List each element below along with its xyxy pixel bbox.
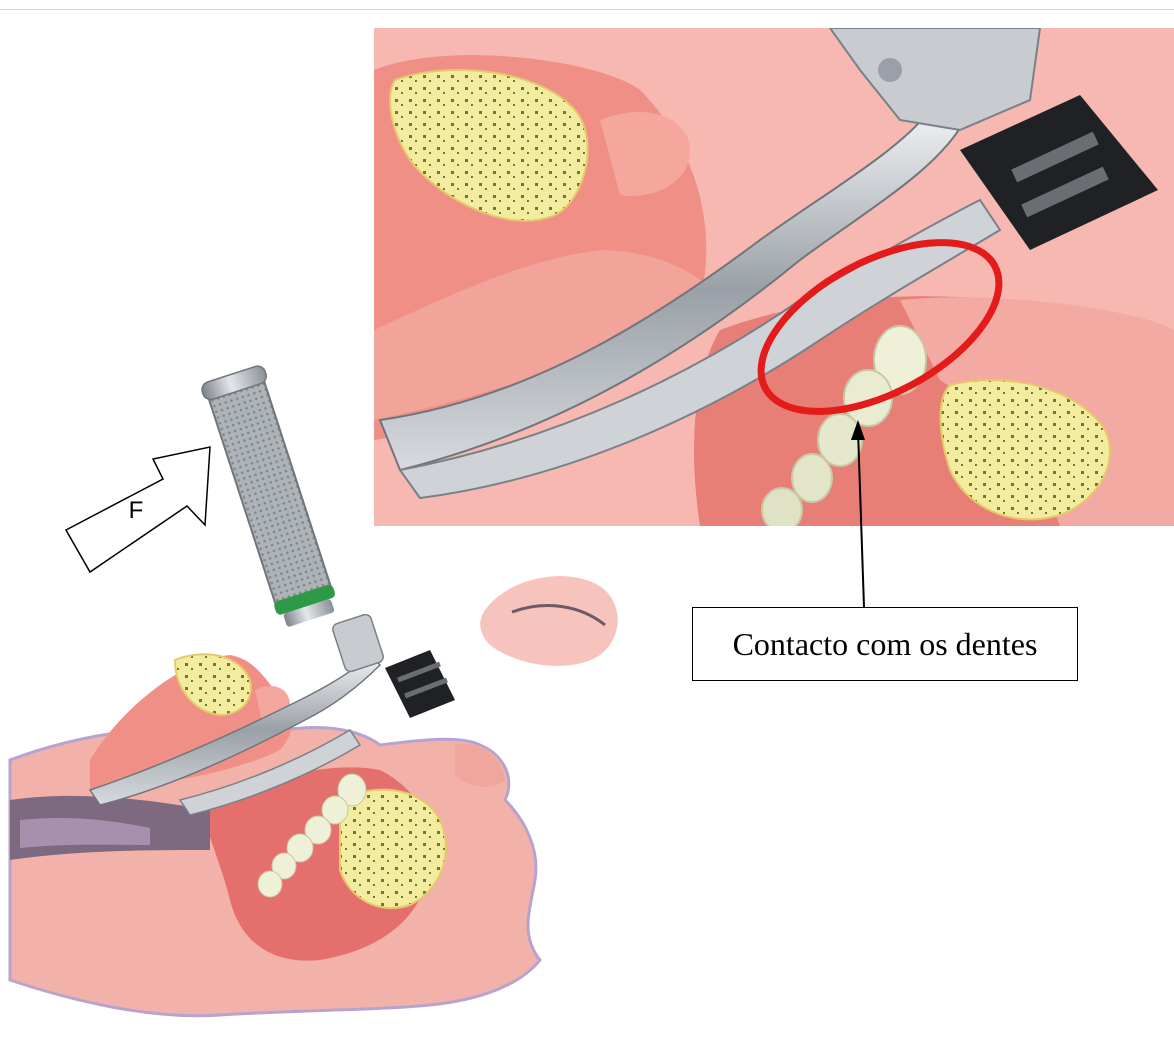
zoom-inset — [374, 28, 1174, 532]
callout-label: Contacto com os dentes — [692, 607, 1078, 681]
nose — [455, 744, 505, 787]
light-housing — [385, 650, 455, 718]
handle-connector — [331, 613, 384, 673]
eye — [480, 576, 617, 666]
laryngoscope-handle — [200, 364, 342, 630]
jaw-bone — [340, 790, 446, 908]
force-label: F — [124, 494, 148, 528]
